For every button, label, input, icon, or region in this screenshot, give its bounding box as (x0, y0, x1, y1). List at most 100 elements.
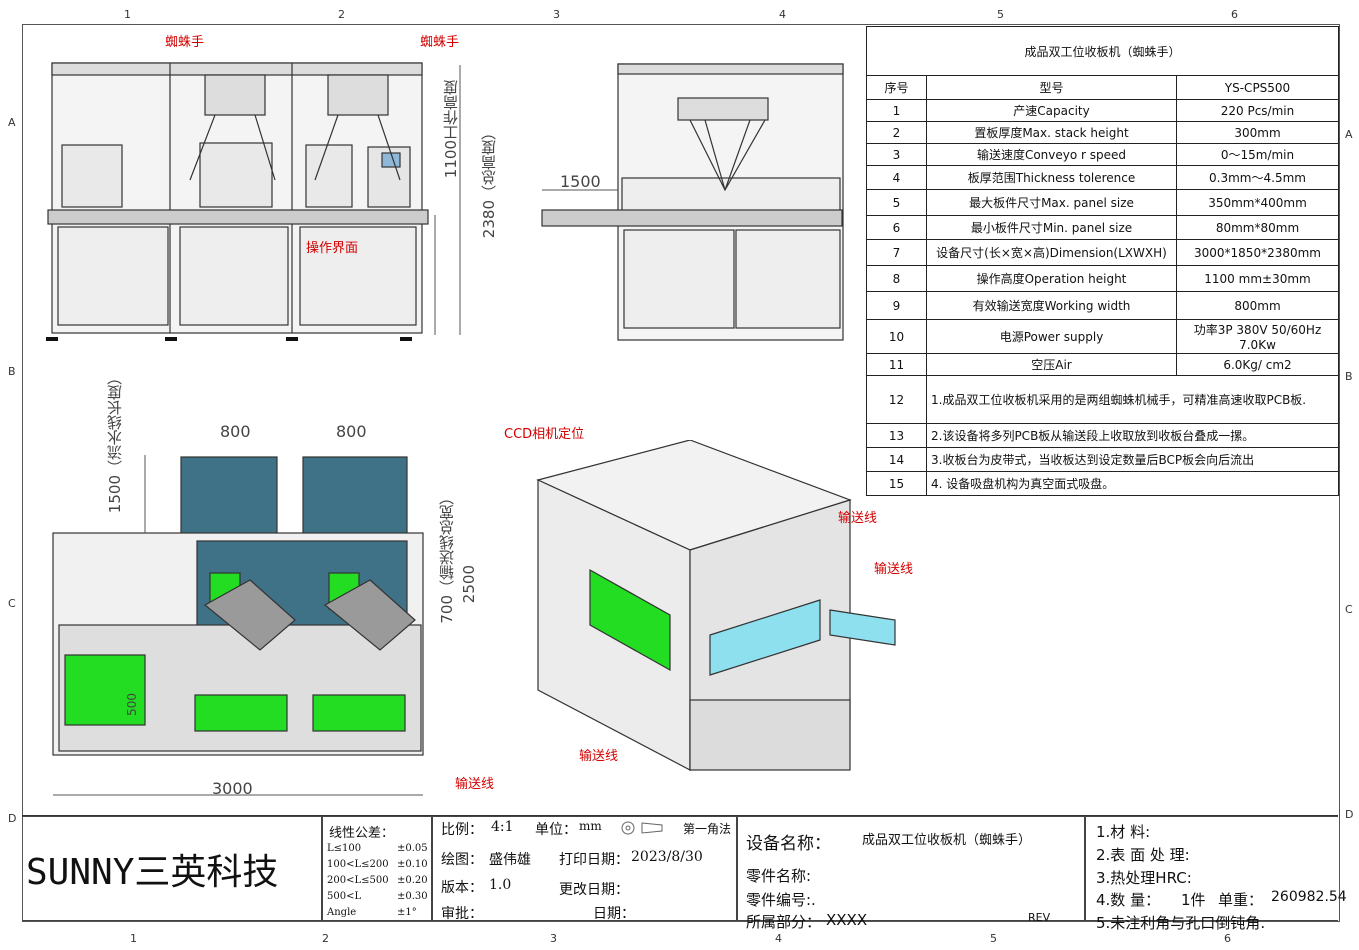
device-name-label: 设备名称： (746, 834, 831, 854)
zone-row-c: C (8, 597, 16, 610)
date-label: 日期： (593, 906, 635, 922)
tolerance-value: ±1° (397, 907, 417, 918)
projection-symbol-icon (621, 821, 663, 835)
spec-row-value: 功率3P 380V 50/60Hz 7.0Kw (1176, 319, 1339, 354)
tolerance-value: ±0.30 (397, 891, 428, 902)
zone-row-d-right: D (1345, 808, 1354, 821)
unit-label: 单位： (535, 822, 577, 838)
zone-col-5-bottom: 5 (990, 932, 997, 945)
label-conveyor-4: 输送线 (455, 777, 495, 792)
label-operation-ui: 操作界面 (306, 241, 359, 256)
spec-header-model: YS-CPS500 (1176, 75, 1339, 100)
spec-row-name: 输送速度Conveyo r speed (926, 143, 1177, 166)
dim-side-conveyor: 1500 (560, 172, 601, 191)
spec-row-no: 6 (866, 215, 927, 240)
dim-small: 500 (125, 693, 139, 716)
dim-line-length: 1500（流水线长度） (106, 370, 124, 514)
spec-header-type: 型号 (926, 75, 1177, 100)
spec-row-name: 产速Capacity (926, 99, 1177, 122)
front-view-drawing (46, 62, 461, 341)
label-conveyor-1: 输送线 (838, 511, 878, 526)
spec-row-no: 7 (866, 239, 927, 266)
weight-label: 单重： (1218, 891, 1264, 909)
tolerance-title: 线性公差： (329, 826, 395, 841)
logo-cell: SUNNY三英科技 (22, 816, 322, 921)
tolerance-range: Angle (327, 907, 357, 918)
spec-note-text: 3.收板台为皮带式，当收板达到设定数量后BCP板会向后流出 (926, 447, 1339, 472)
label-spider-hand-2: 蜘蛛手 (420, 35, 460, 50)
company-logo: SUNNY三英科技 (26, 852, 279, 893)
print-date-label: 打印日期： (559, 852, 629, 868)
zone-markers-top: 1 2 3 4 5 6 (0, 0, 1359, 24)
zone-col-6-bottom: 6 (1224, 932, 1231, 945)
spec-row-name: 板厚范围Thickness tolerence (926, 165, 1177, 190)
label-spider-hand-1: 蜘蛛手 (165, 35, 205, 50)
spec-row-value: 80mm*80mm (1176, 215, 1339, 240)
spec-row-no: 2 (866, 121, 927, 144)
zone-row-d: D (8, 812, 17, 825)
spec-row-value: 220 Pcs/min (1176, 99, 1339, 122)
spec-row-value: 0.3mm～4.5mm (1176, 165, 1339, 190)
dim-2500: 2500 (460, 565, 478, 604)
belong-value: XXXX (826, 911, 868, 929)
zone-row-a: A (8, 116, 16, 129)
material-info-cell: 1.材 料: 2.表 面 处 理: 3.热处理HRC: 4.数 量： 1件 单重… (1085, 816, 1347, 932)
drawer-value: 盛伟雄 (489, 852, 531, 868)
qty-label: 4.数 量： (1096, 891, 1161, 909)
device-info-cell: 设备名称： 成品双工位收板机（蜘蛛手） 零件名称: 零件编号:. 所属部分： X… (737, 816, 1085, 931)
print-date-value: 2023/8/30 (631, 849, 703, 865)
dim-work-height: 1100工作高度 (442, 80, 460, 179)
spec-note-no: 15 (866, 471, 927, 496)
weight-value: 260982.54 (1271, 889, 1347, 905)
spec-note-text: 2.该设备将多列PCB板从输送段上收取放到收板台叠成一摞。 (926, 423, 1339, 448)
belong-label: 所属部分： (746, 913, 822, 931)
side-view-drawing (541, 63, 844, 341)
spec-row-value: 350mm*400mm (1176, 189, 1339, 216)
tolerance-range: 200<L≤500 (327, 875, 389, 886)
spec-row-name: 电源Power supply (926, 319, 1177, 354)
spec-note-no: 12 (866, 375, 927, 424)
spec-note-no: 14 (866, 447, 927, 472)
zone-col-1-bottom: 1 (130, 932, 137, 945)
zone-col-2: 2 (338, 8, 345, 21)
drawer-label: 绘图： (441, 852, 483, 868)
review-label: 审批： (441, 906, 483, 922)
spec-row-name: 设备尺寸(长×宽×高)Dimension(LXWXH) (926, 239, 1177, 266)
rev-label: REV (1028, 911, 1051, 924)
spec-row-value: 800mm (1176, 291, 1339, 320)
dim-total-width: 700（输送线总宽） (438, 490, 456, 624)
tolerance-range: 500<L (327, 891, 362, 902)
version-value: 1.0 (489, 877, 512, 893)
tolerance-range: 100<L≤200 (327, 859, 389, 870)
scale-label: 比例： (441, 822, 483, 838)
change-date-label: 更改日期： (559, 882, 629, 898)
surface-label: 2.表 面 处 理: (1096, 846, 1190, 864)
qty-value: 1件 (1181, 891, 1206, 909)
label-conveyor-3: 输送线 (579, 749, 619, 764)
spec-row-no: 1 (866, 99, 927, 122)
unit-value: mm (579, 819, 602, 833)
zone-row-a-right: A (1345, 128, 1353, 141)
spec-row-value: 3000*1850*2380mm (1176, 239, 1339, 266)
spec-row-name: 空压Air (926, 353, 1177, 376)
spec-title: 成品双工位收板机（蜘蛛手） (866, 26, 1339, 76)
spec-row-name: 最小板件尺寸Min. panel size (926, 215, 1177, 240)
edge-label: 5.未注利角与孔口倒钝角. (1096, 914, 1266, 932)
label-conveyor-2: 输送线 (874, 562, 914, 577)
zone-col-4: 4 (779, 8, 786, 21)
